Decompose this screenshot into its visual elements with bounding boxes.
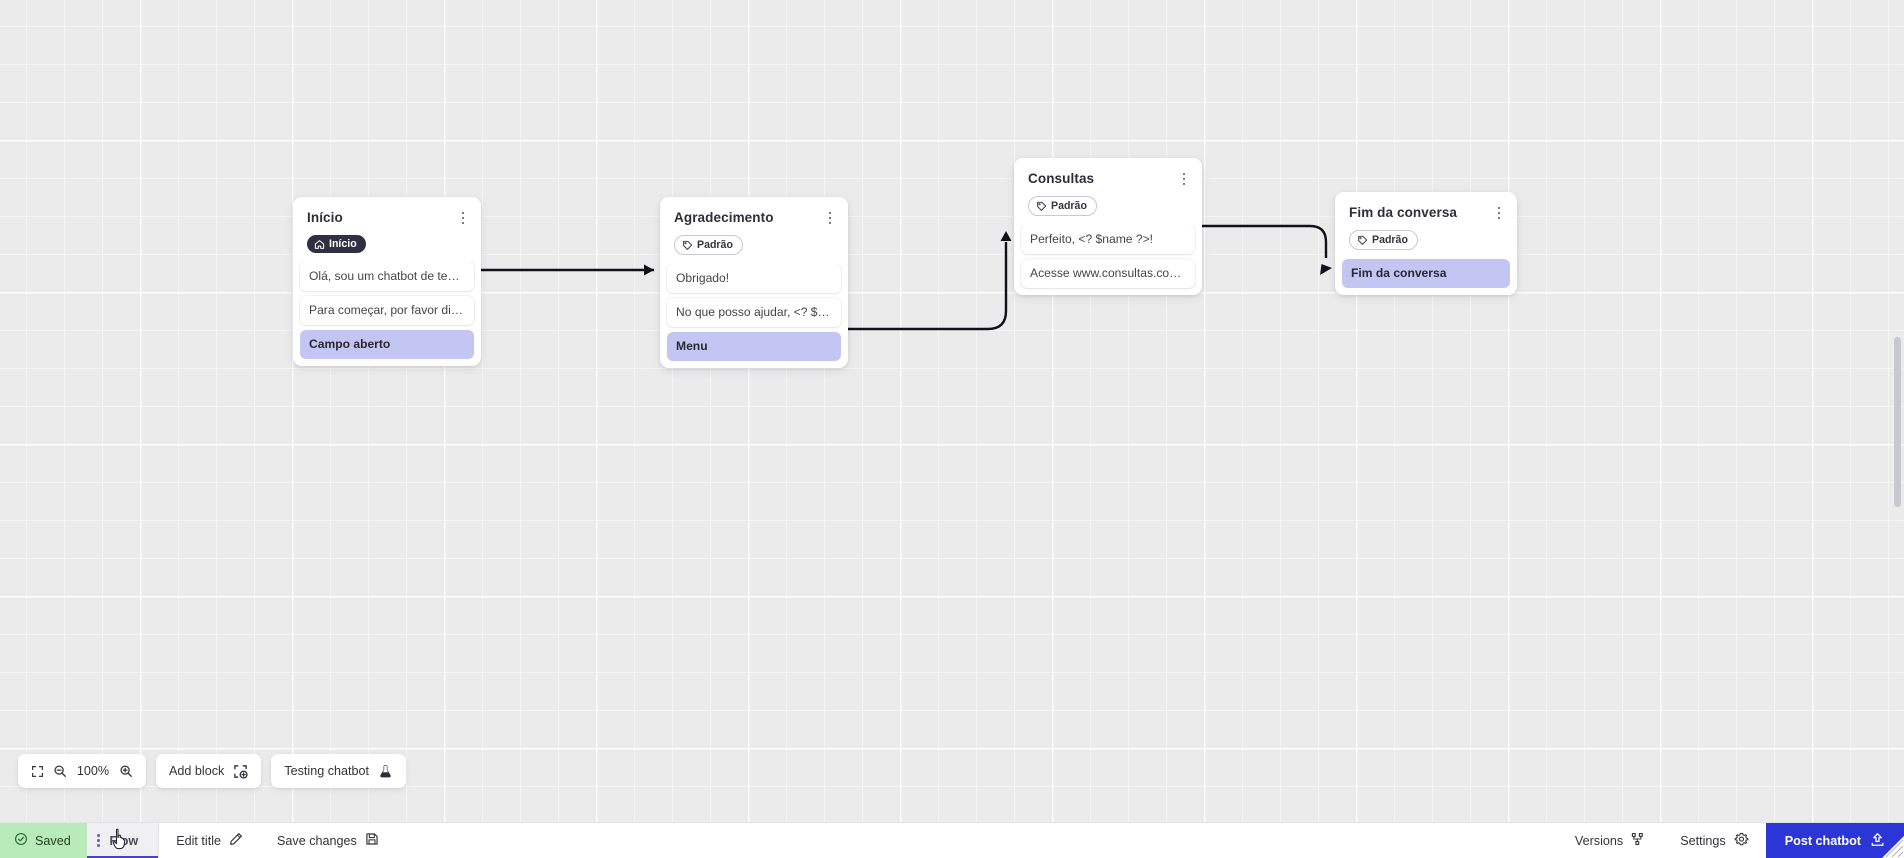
node-row-message[interactable]: Olá, sou um chatbot de teste! <box>300 262 474 291</box>
node-menu-button[interactable] <box>1490 203 1508 223</box>
flask-icon <box>378 764 393 779</box>
node-menu-button[interactable] <box>1175 169 1193 189</box>
versions-button[interactable]: Versions <box>1557 823 1662 858</box>
save-changes-label: Save changes <box>277 833 357 848</box>
upload-icon <box>1870 832 1885 850</box>
check-circle-icon <box>14 832 28 849</box>
flow-canvas[interactable]: Início Início Olá, sou um chatbot de tes… <box>0 0 1904 822</box>
node-badge-label: Padrão <box>1051 200 1087 212</box>
edit-title-button[interactable]: Edit title <box>159 823 260 858</box>
status-bar-right: Versions Settings Post chatbot <box>1557 823 1904 858</box>
pencil-icon <box>229 832 243 849</box>
edit-title-label: Edit title <box>176 833 222 848</box>
branch-icon <box>1631 832 1645 849</box>
canvas-toolbar: 100% Add block Testing chatbot <box>18 754 407 788</box>
testing-chatbot-button[interactable]: Testing chatbot <box>271 754 407 788</box>
post-chatbot-label: Post chatbot <box>1784 833 1861 848</box>
node-row-message[interactable]: Obrigado! <box>667 264 841 293</box>
tag-icon <box>683 240 693 250</box>
home-icon <box>314 239 325 249</box>
status-bar: Saved Flow Edit title Save changes <box>0 822 1904 858</box>
tag-icon <box>1037 201 1047 211</box>
status-bar-spacer <box>396 823 1557 858</box>
tab-flow-label: Flow <box>109 833 139 848</box>
settings-button[interactable]: Settings <box>1662 823 1766 858</box>
node-title: Fim da conversa <box>1349 205 1458 220</box>
floppy-disk-icon <box>365 832 379 849</box>
vertical-scrollbar-thumb[interactable] <box>1894 337 1901 507</box>
fit-screen-icon[interactable] <box>31 765 44 778</box>
saved-status: Saved <box>0 823 87 858</box>
node-header: Início Início <box>293 197 481 262</box>
node-badge-label: Início <box>329 238 357 250</box>
drag-handle-icon[interactable] <box>95 833 106 848</box>
zoom-out-icon[interactable] <box>53 764 67 778</box>
window-resize-grip[interactable] <box>1882 836 1904 858</box>
flow-node-fim-da-conversa[interactable]: Fim da conversa Padrão Fim da conversa <box>1335 192 1517 295</box>
flow-node-inicio[interactable]: Início Início Olá, sou um chatbot de tes… <box>293 197 481 366</box>
flow-node-consultas[interactable]: Consultas Padrão Perfeito, <? $name ?>! … <box>1014 158 1202 295</box>
status-bar-left: Saved Flow Edit title Save changes <box>0 823 396 858</box>
node-badge-start: Início <box>307 235 366 253</box>
zoom-in-icon[interactable] <box>119 764 133 778</box>
zoom-level-value: 100% <box>76 764 110 778</box>
node-header: Fim da conversa Padrão <box>1335 192 1517 259</box>
node-rows: Olá, sou um chatbot de teste! Para começ… <box>293 262 481 359</box>
flow-edges <box>481 224 1332 331</box>
node-row-message[interactable]: No que posso ajudar, <? $name ... <box>667 298 841 327</box>
node-row-message[interactable]: Para começar, por favor digite o ... <box>300 296 474 325</box>
node-badge-default: Padrão <box>674 235 743 255</box>
testing-chatbot-label: Testing chatbot <box>284 764 370 778</box>
node-rows: Fim da conversa <box>1335 259 1517 288</box>
node-menu-button[interactable] <box>454 208 472 228</box>
gear-icon <box>1734 832 1749 850</box>
add-block-button[interactable]: Add block <box>156 754 262 788</box>
node-header: Consultas Padrão <box>1014 158 1202 225</box>
node-rows: Obrigado! No que posso ajudar, <? $name … <box>660 264 848 361</box>
node-row-message[interactable]: Acesse www.consultas.com par... <box>1021 259 1195 288</box>
node-title: Agradecimento <box>674 210 774 225</box>
node-menu-button[interactable] <box>821 208 839 228</box>
node-badge-default: Padrão <box>1028 196 1097 216</box>
add-block-label: Add block <box>169 764 225 778</box>
saved-label: Saved <box>35 833 71 848</box>
node-rows: Perfeito, <? $name ?>! Acesse www.consul… <box>1014 225 1202 288</box>
versions-label: Versions <box>1574 833 1624 848</box>
node-badge-label: Padrão <box>1372 234 1408 246</box>
node-title: Consultas <box>1028 171 1095 186</box>
tab-flow[interactable]: Flow <box>86 823 160 858</box>
node-row-option[interactable]: Menu <box>667 332 841 361</box>
flow-node-agradecimento[interactable]: Agradecimento Padrão Obrigado! No que po… <box>660 197 848 368</box>
node-row-option[interactable]: Fim da conversa <box>1342 259 1510 288</box>
node-header: Agradecimento Padrão <box>660 197 848 264</box>
node-badge-label: Padrão <box>697 239 733 251</box>
node-badge-default: Padrão <box>1349 230 1418 250</box>
zoom-controls[interactable]: 100% <box>18 754 146 788</box>
node-row-message[interactable]: Perfeito, <? $name ?>! <box>1021 225 1195 254</box>
node-title: Início <box>307 210 343 225</box>
settings-label: Settings <box>1680 833 1726 848</box>
save-changes-button[interactable]: Save changes <box>260 823 396 858</box>
add-block-icon <box>233 764 248 779</box>
post-chatbot-button[interactable]: Post chatbot <box>1765 823 1904 858</box>
tag-icon <box>1358 235 1368 245</box>
node-row-option[interactable]: Campo aberto <box>300 330 474 359</box>
vertical-scrollbar[interactable] <box>1892 0 1903 822</box>
